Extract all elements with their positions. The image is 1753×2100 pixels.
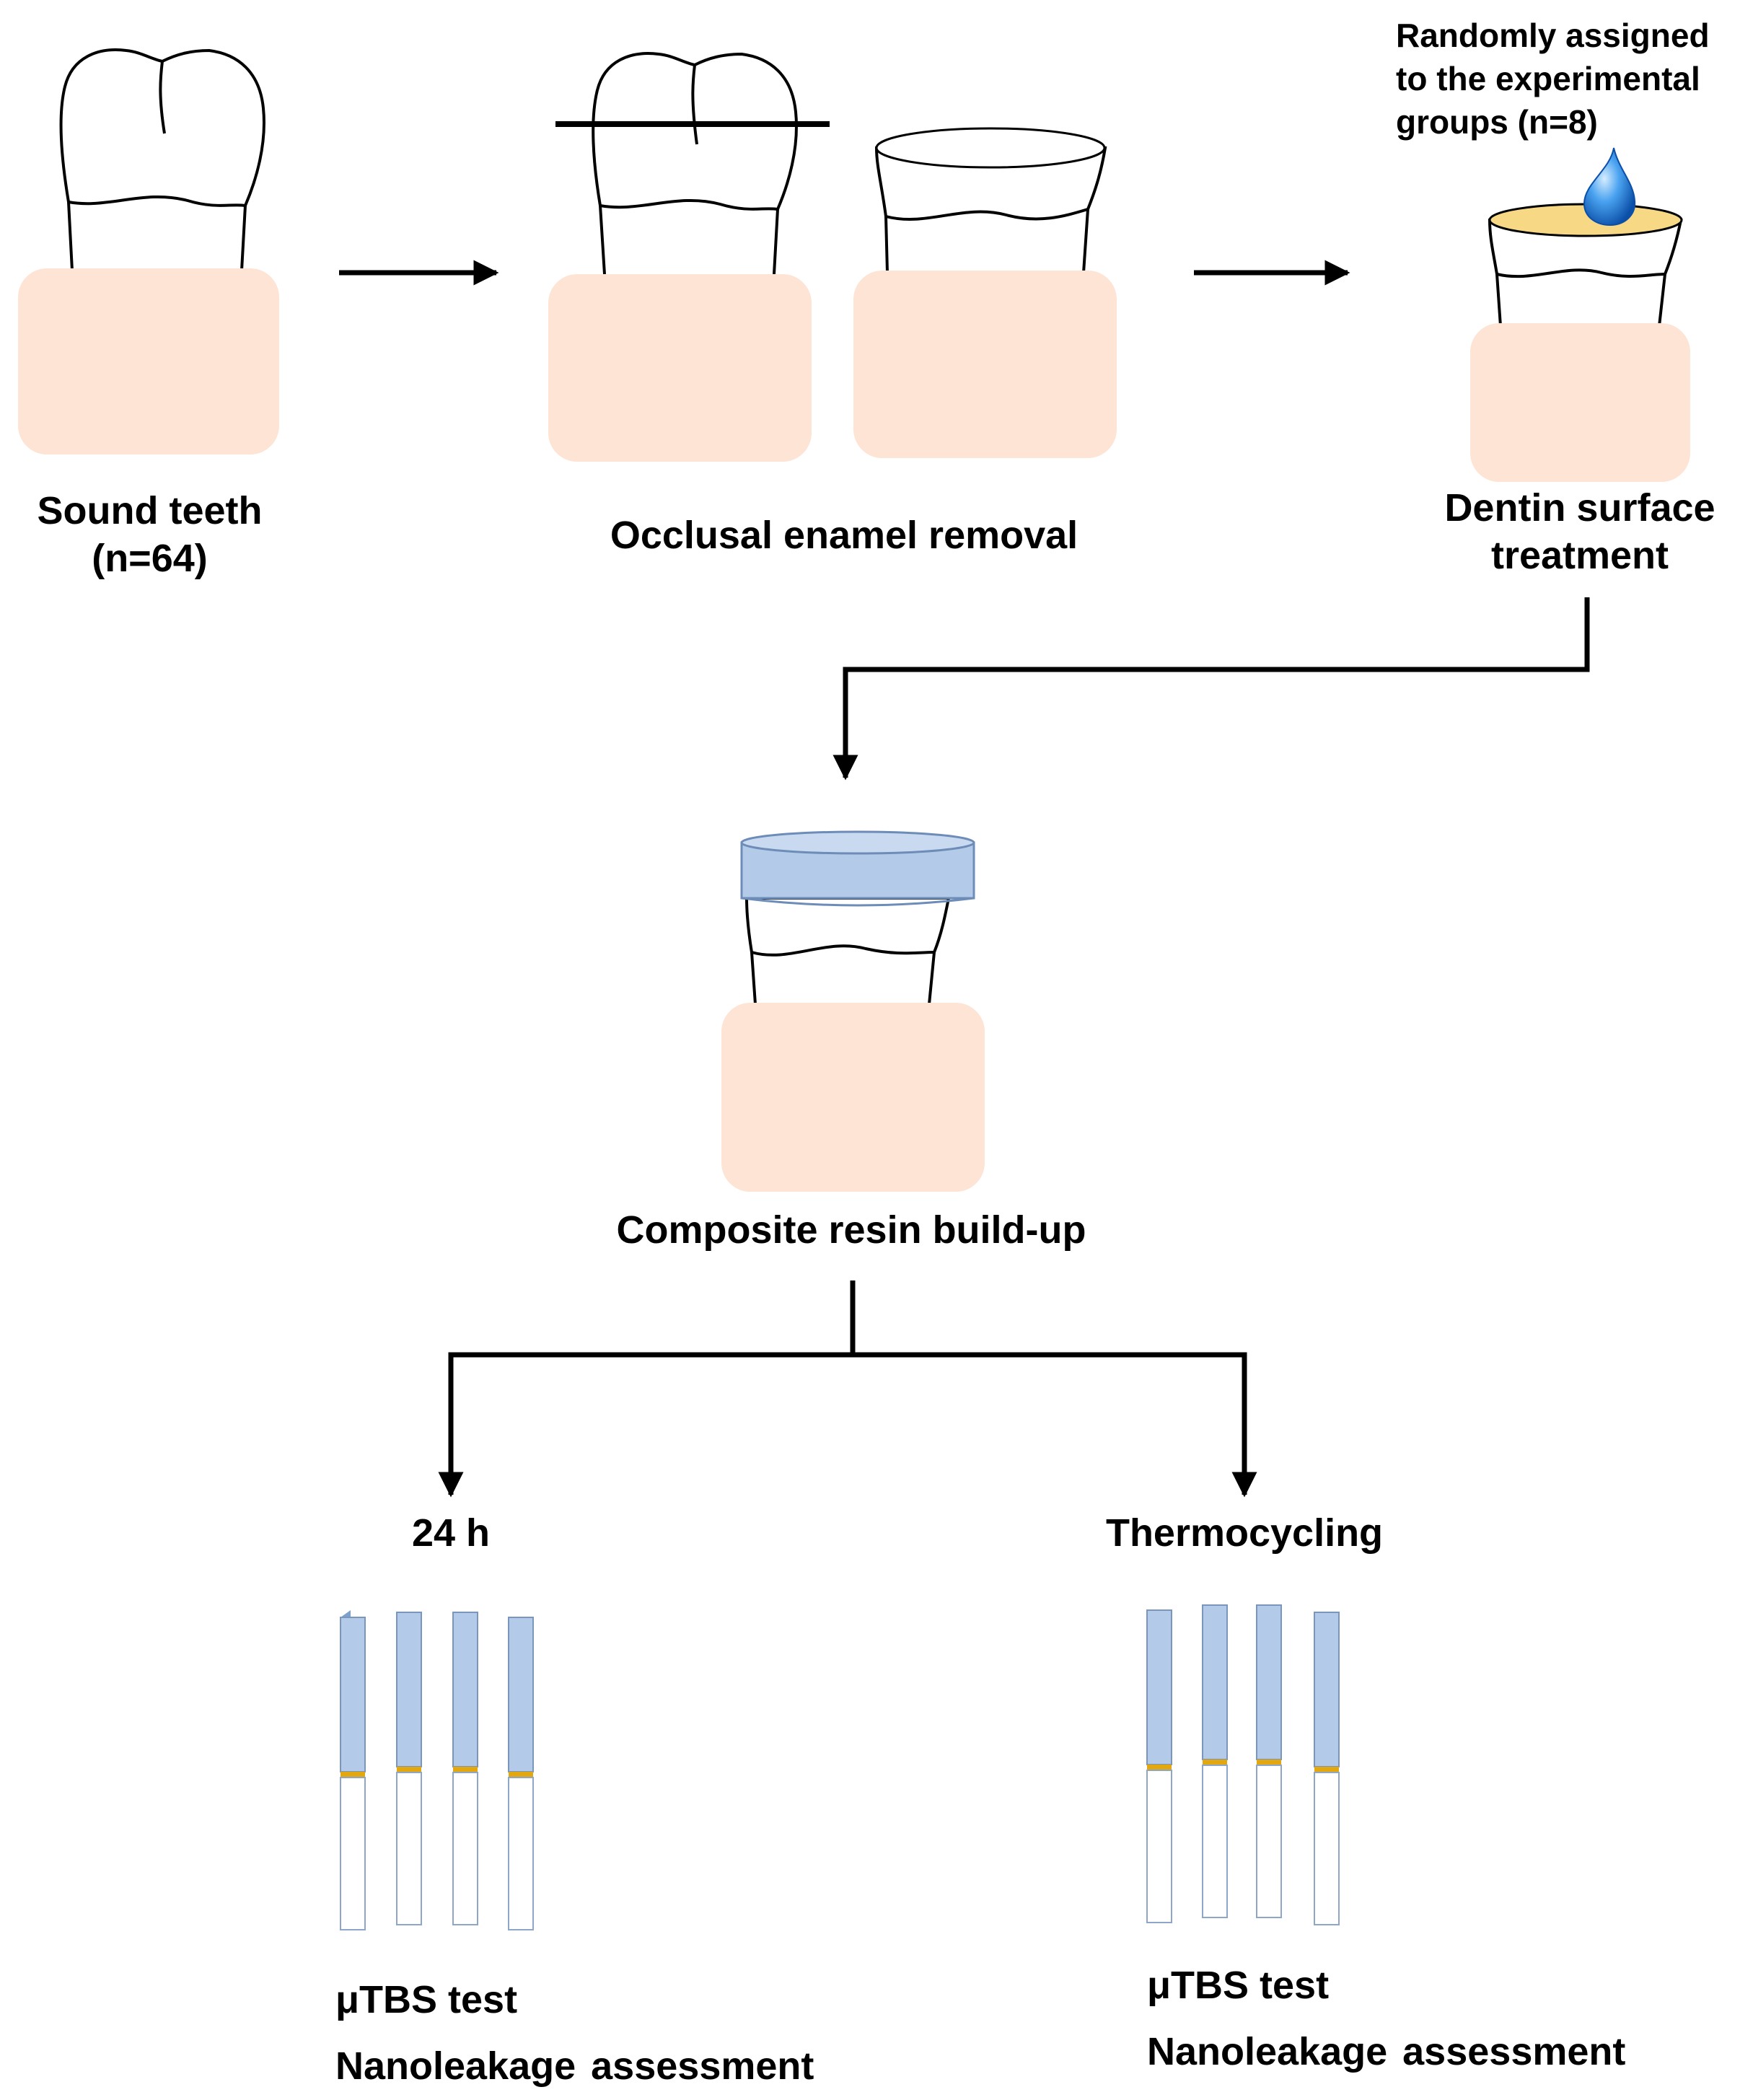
stick-specimen [1314, 1612, 1340, 1925]
flattened-tooth-icon [874, 127, 1107, 273]
stick-specimen [1146, 1609, 1172, 1923]
stick-specimen [340, 1610, 366, 1930]
mount-block [853, 271, 1117, 458]
label-dentin-treatment: Dentin surface treatment [1414, 485, 1746, 580]
label-random-assignment-line3: groups (n=8) [1396, 102, 1598, 141]
label-sound-teeth-line2: (n=64) [92, 536, 208, 580]
label-dentin-treatment-line2: treatment [1490, 533, 1669, 577]
adhesive-drop-icon [1583, 147, 1636, 227]
stick-specimen [396, 1612, 422, 1925]
label-thermocycling-nanoleakage: Nanoleakage assessment [1147, 2029, 1626, 2073]
label-enamel-removal: Occlusal enamel removal [610, 514, 1078, 557]
sound-tooth-icon [59, 48, 265, 271]
arrow-to-24h [438, 1352, 853, 1498]
label-composite-buildup: Composite resin build-up [616, 1208, 1086, 1252]
cut-tooth-icon [592, 52, 798, 275]
label-24h-utbs: μTBS test [335, 1978, 518, 2021]
mount-block [18, 268, 279, 454]
stick-specimens-24h [340, 1610, 534, 1930]
stick-specimen [1202, 1604, 1228, 1918]
mount-block [1470, 323, 1690, 482]
label-branch-thermocycling: Thermocycling [1105, 1511, 1384, 1555]
composite-resin-block [740, 830, 975, 907]
label-sound-teeth: Sound teeth (n=64) [0, 488, 299, 583]
label-24h-nanoleakage: Nanoleakage assessment [335, 2044, 814, 2088]
label-thermocycling-test: μTBS test Nanoleakage assessment [1147, 1953, 1724, 2086]
arrow-to-thermocycling [853, 1352, 1257, 1498]
stick-specimen [452, 1612, 478, 1925]
mount-block [721, 1003, 985, 1192]
stick-specimens-thermocycling [1146, 1604, 1340, 1925]
stick-specimen [508, 1617, 534, 1930]
label-branch-24h: 24 h [411, 1511, 491, 1555]
label-24h-test: μTBS test Nanoleakage assessment [335, 1967, 898, 2100]
label-dentin-treatment-line1: Dentin surface [1444, 486, 1715, 530]
label-random-assignment-line2: to the experimental [1396, 59, 1700, 97]
label-thermocycling-utbs: μTBS test [1147, 1964, 1330, 2007]
arrow-step3-to-buildup [832, 597, 1590, 781]
label-random-assignment-line1: Randomly assigned [1396, 17, 1710, 54]
treated-tooth-icon [1488, 203, 1683, 327]
stick-specimen [1256, 1604, 1282, 1918]
mount-block [548, 274, 812, 462]
buildup-tooth-icon [744, 897, 951, 1005]
label-sound-teeth-line1: Sound teeth [37, 489, 263, 532]
label-random-assignment: Randomly assigned to the experimental gr… [1396, 14, 1742, 144]
